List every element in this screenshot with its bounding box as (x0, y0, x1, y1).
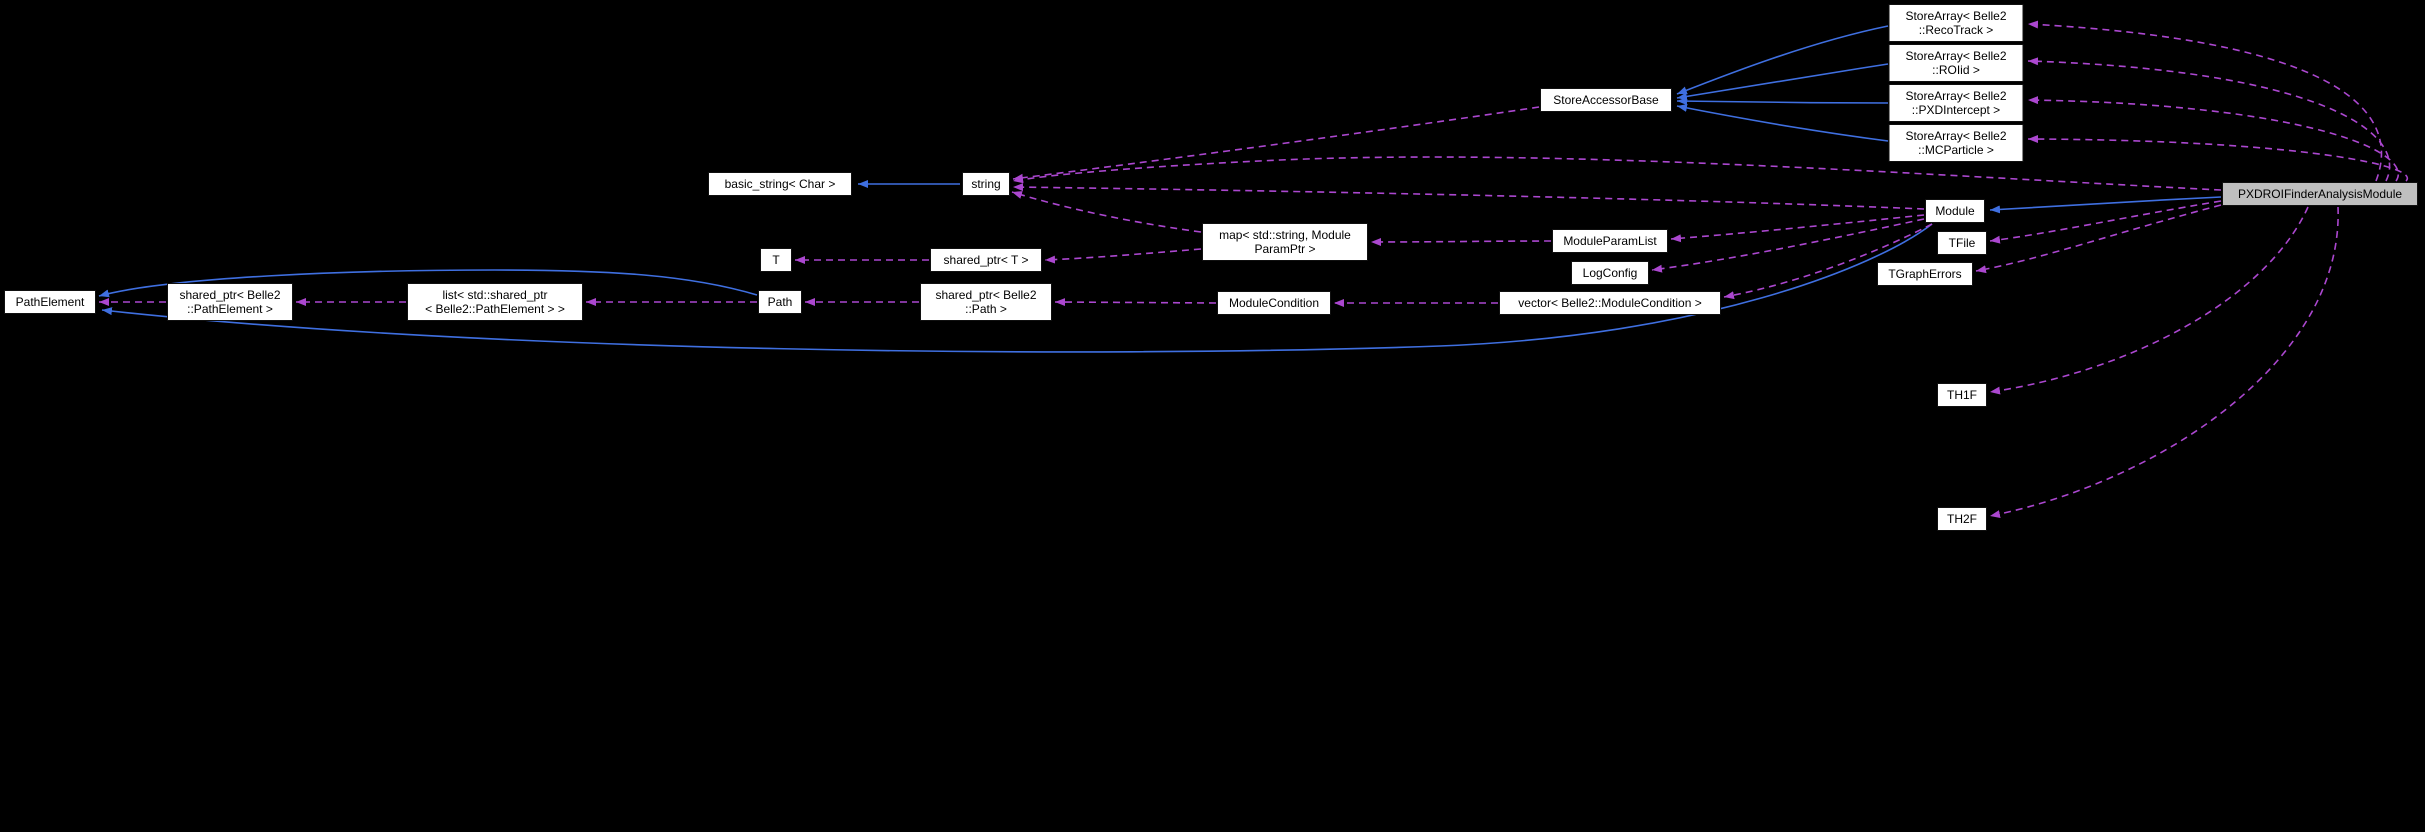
node-tgrapherrors[interactable]: TGraphErrors (1877, 262, 1973, 286)
node-shared-ptr-t[interactable]: shared_ptr< T > (930, 248, 1042, 272)
edge-pxdroifinderanalysismodule--storearray-roiid (2027, 57, 2391, 182)
node-shared-ptr-pathelement[interactable]: shared_ptr< Belle2 ::PathElement > (167, 283, 293, 321)
edge-storearray-recotrack--storeaccessorbase (1676, 25, 1889, 95)
edge-modulecondition--shared-ptr-path (1054, 298, 1217, 307)
node-storearray-recotrack[interactable]: StoreArray< Belle2 ::RecoTrack > (1888, 4, 2024, 42)
node-map-moduleparamptr[interactable]: map< std::string, Module ParamPtr > (1202, 223, 1368, 261)
node-storearray-mcparticle[interactable]: StoreArray< Belle2 ::MCParticle > (1888, 124, 2024, 162)
node-path[interactable]: Path (758, 290, 802, 314)
edge-pxdroifinderanalysismodule--string (1012, 156, 2222, 191)
edge-pxdroifinderanalysismodule--th2f (1989, 206, 2339, 518)
node-pathelement[interactable]: PathElement (4, 290, 96, 314)
edge-map-moduleparamptr--shared-ptr-t (1044, 248, 1202, 264)
node-module[interactable]: Module (1925, 199, 1985, 223)
edge-pxdroifinderanalysismodule--module (1989, 196, 2222, 214)
edge-moduleparamlist--map-moduleparamptr (1370, 237, 1552, 246)
node-basic-string[interactable]: basic_string< Char > (708, 172, 852, 196)
node-storeaccessorbase[interactable]: StoreAccessorBase (1540, 88, 1672, 112)
edge-module--vector-modulecondition (1723, 223, 1933, 300)
edge-module--logconfig (1651, 218, 1925, 273)
node-t[interactable]: T (760, 248, 792, 272)
node-pxdroifinderanalysismodule[interactable]: PXDROIFinderAnalysisModule (2222, 182, 2418, 206)
edge-pxdroifinderanalysismodule--tgrapherrors (1975, 204, 2222, 274)
edge-pxdroifinderanalysismodule--storearray-recotrack (2027, 20, 2383, 182)
edge-module--string (1012, 183, 1925, 210)
node-storearray-roiid[interactable]: StoreArray< Belle2 ::ROIid > (1888, 44, 2024, 82)
edge-module--moduleparamlist (1670, 214, 1925, 243)
node-logconfig[interactable]: LogConfig (1571, 261, 1649, 285)
node-modulecondition[interactable]: ModuleCondition (1217, 291, 1331, 315)
edge-storearray-roiid--storeaccessorbase (1676, 63, 1889, 101)
edge-pxdroifinderanalysismodule--th1f (1989, 206, 2309, 395)
node-list-shared-ptr-pathelement[interactable]: list< std::shared_ptr < Belle2::PathElem… (407, 283, 583, 321)
node-th2f[interactable]: TH2F (1937, 507, 1987, 531)
node-shared-ptr-path[interactable]: shared_ptr< Belle2 ::Path > (920, 283, 1052, 321)
edge-storearray-pxdintercept--storeaccessorbase (1676, 97, 1889, 106)
node-tfile[interactable]: TFile (1937, 231, 1987, 255)
node-moduleparamlist[interactable]: ModuleParamList (1552, 229, 1668, 253)
edge-storearray-mcparticle--storeaccessorbase (1676, 103, 1889, 142)
edge-pxdroifinderanalysismodule--storearray-mcparticle (2027, 135, 2409, 182)
node-string[interactable]: string (962, 172, 1010, 196)
node-th1f[interactable]: TH1F (1937, 383, 1987, 407)
edge-pxdroifinderanalysismodule--tfile (1989, 200, 2222, 244)
node-vector-modulecondition[interactable]: vector< Belle2::ModuleCondition > (1499, 291, 1721, 315)
edge-pxdroifinderanalysismodule--storearray-pxdintercept (2027, 96, 2399, 182)
node-storearray-pxdintercept[interactable]: StoreArray< Belle2 ::PXDIntercept > (1888, 84, 2024, 122)
edge-module--pathelement (101, 223, 1933, 353)
edge-storeaccessorbase--string (1012, 106, 1540, 182)
edge-map-moduleparamptr--string (1011, 191, 1202, 233)
edge-path--pathelement (98, 269, 758, 298)
